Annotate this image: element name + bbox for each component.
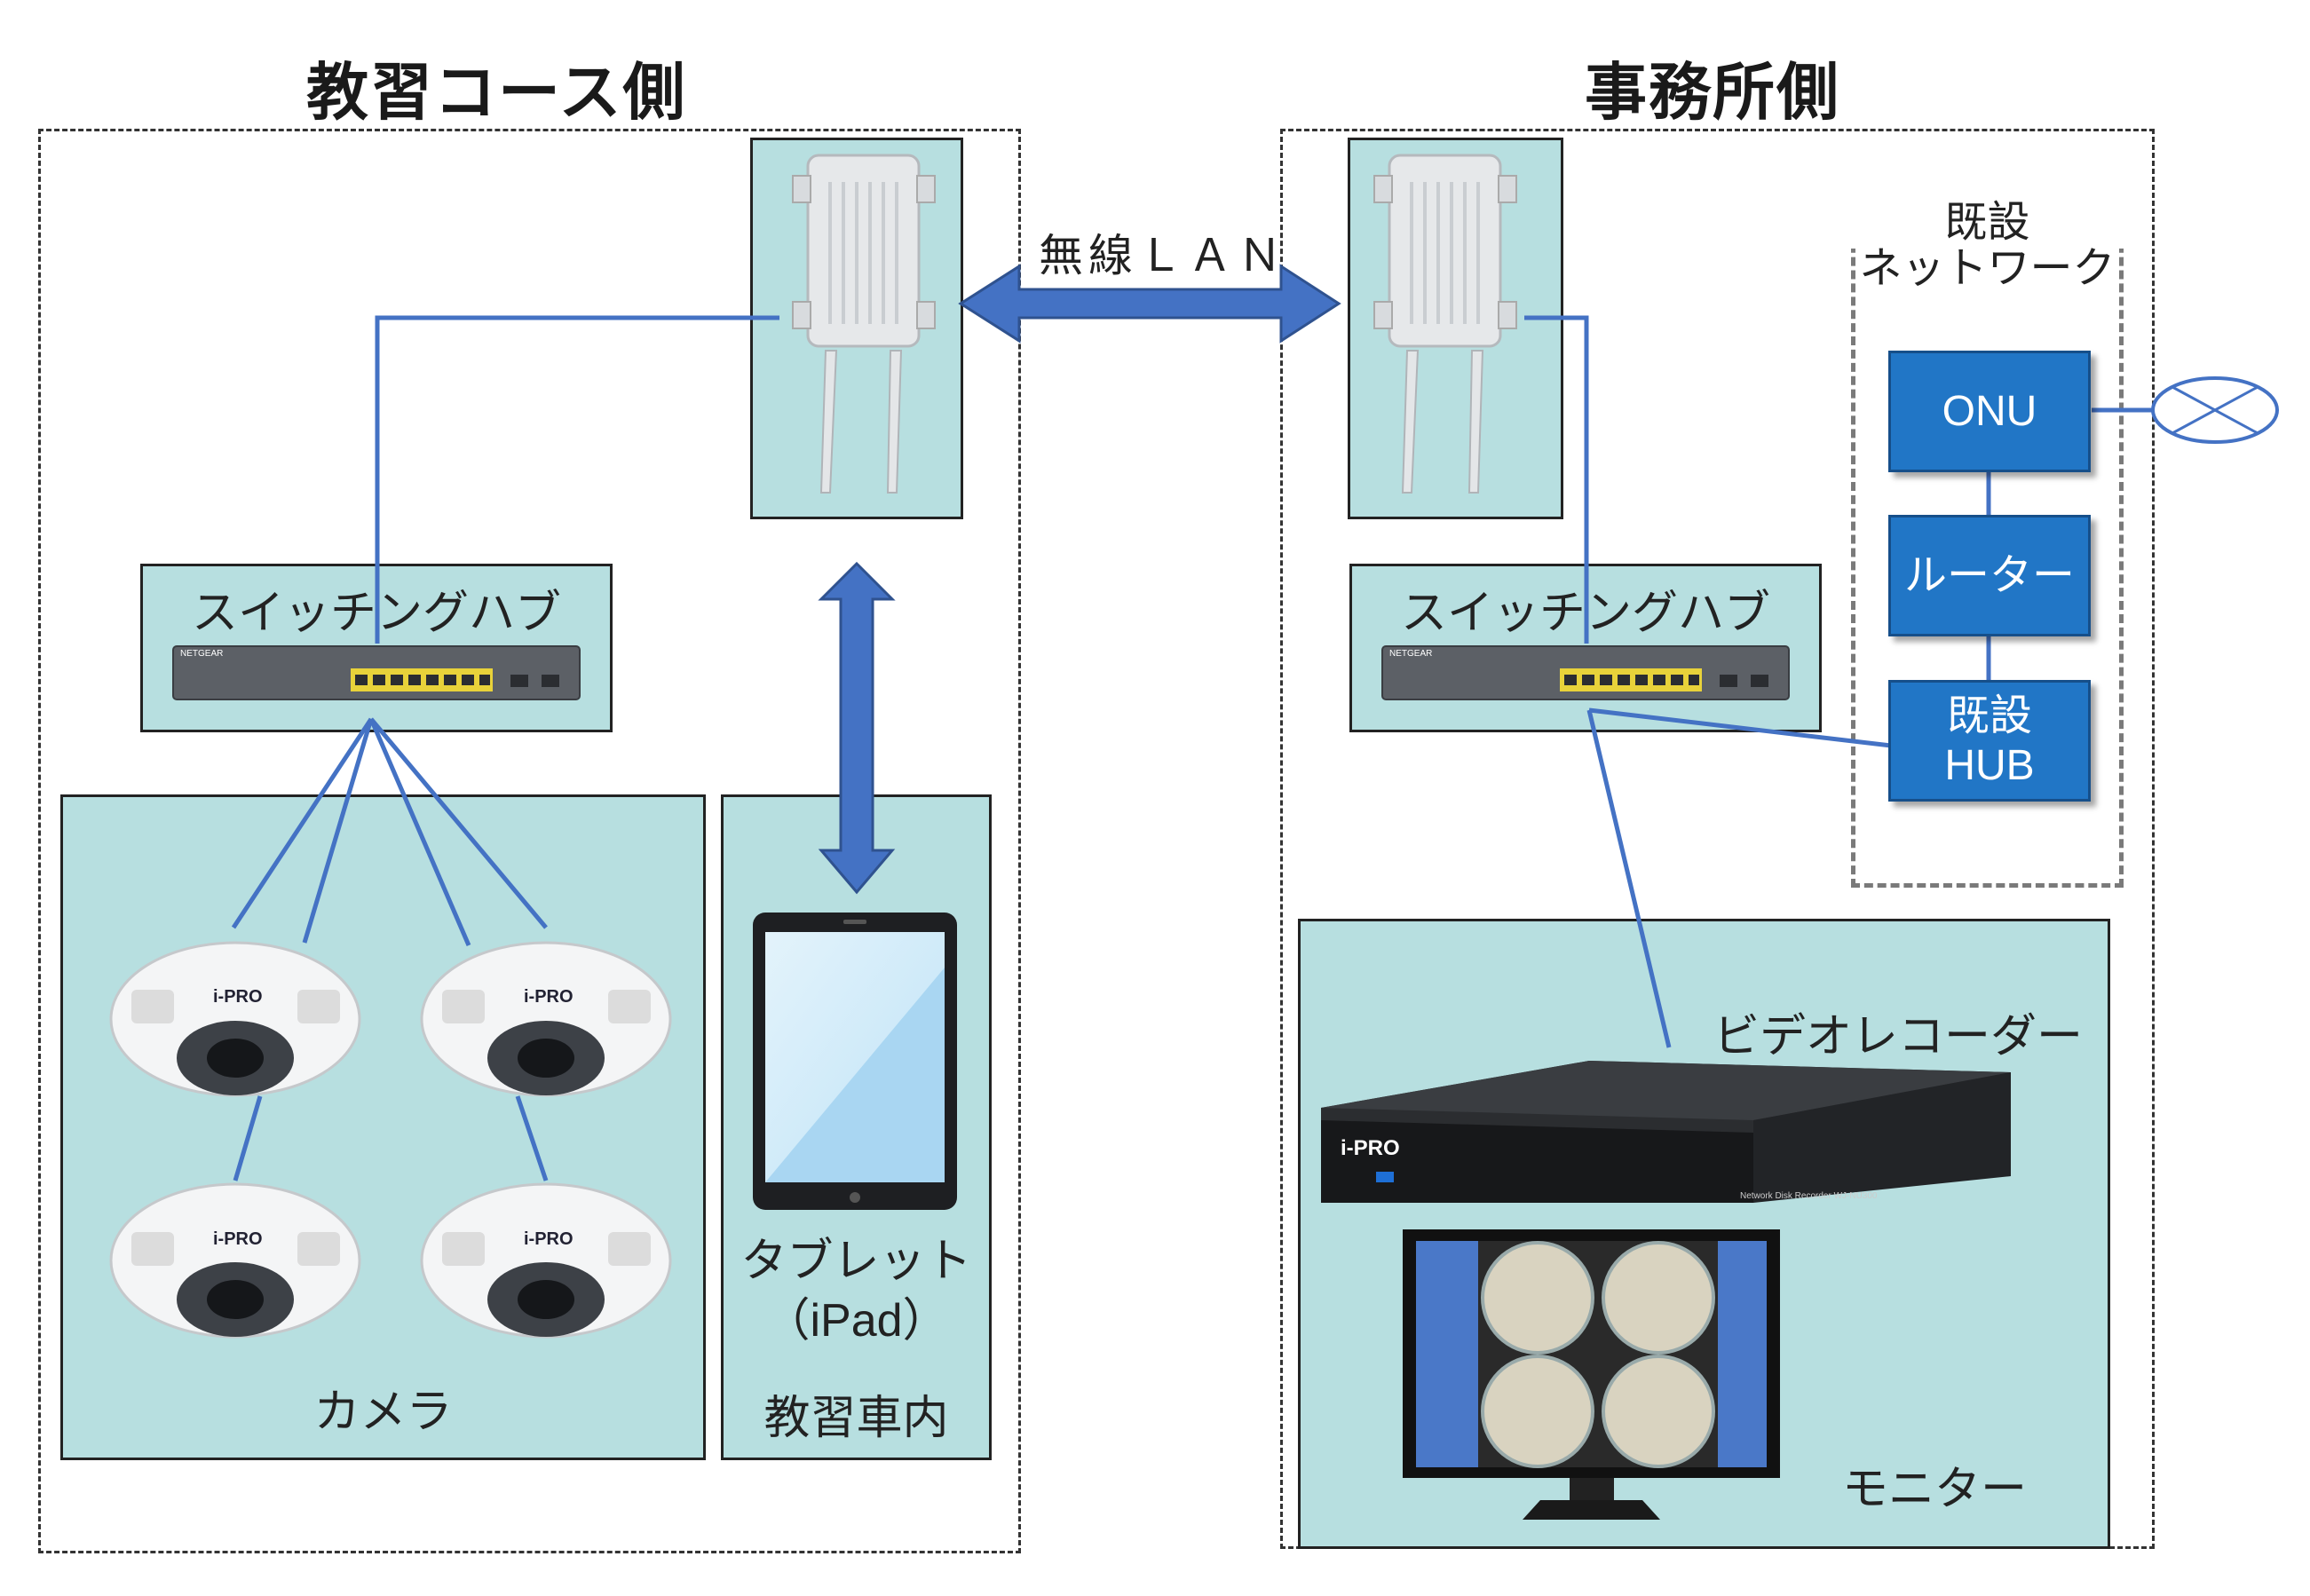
existing-hub-label-line2: HUB (1944, 741, 2035, 789)
monitor-device (1403, 1229, 1780, 1520)
monitor-label: モニター (1842, 1464, 2028, 1515)
camera-brand-1: i-PRO (213, 987, 263, 1007)
recorder-label: ビデオレコーダー (1713, 1011, 2084, 1063)
switch-device-right (1381, 645, 1790, 700)
camera-device-4 (420, 1182, 672, 1339)
router-box: ルーター (1888, 515, 2091, 636)
onu-box: ONU (1888, 351, 2091, 472)
camera-label: カメラ (313, 1387, 453, 1438)
camera-brand-3: i-PRO (213, 1229, 263, 1249)
tablet-link-arrow (818, 561, 896, 895)
existing-network-title-line1: 既設 (1851, 186, 2124, 249)
network-links (231, 315, 2153, 1181)
switch-brand-right: NETGEAR (1389, 649, 1433, 659)
existing-hub-label-line1: 既設 (1946, 692, 2032, 740)
access-point-right (1373, 154, 1517, 494)
right-switch-label: スイッチングハブ (1400, 588, 1770, 639)
tablet-device (753, 913, 957, 1210)
wireless-lan-label: 無線ＬＡＮ (1039, 231, 1287, 280)
existing-network-title-line2: ネットワーク (1859, 245, 2116, 292)
camera-panel (60, 794, 706, 1460)
camera-brand-2: i-PRO (524, 987, 574, 1007)
tablet-label-ipad: （iPad） (763, 1295, 949, 1347)
recorder-model: Network Disk Recorder WJ-NU300 (1740, 1191, 1878, 1201)
camera-brand-4: i-PRO (524, 1229, 574, 1249)
left-switch-label: スイッチングハブ (191, 588, 561, 639)
tablet-area-label: 教習車内 (763, 1393, 949, 1444)
router-label: ルーター (1903, 551, 2075, 599)
recorder-brand: i-PRO (1341, 1136, 1400, 1160)
camera-device-2 (420, 941, 672, 1097)
camera-device-3 (109, 1182, 361, 1339)
existing-hub-box: 既設 HUB (1888, 680, 2091, 802)
internet-icon (2151, 376, 2279, 444)
tablet-label: タブレット (740, 1236, 972, 1287)
video-recorder-device (1321, 1061, 2011, 1203)
onu-label: ONU (1942, 387, 2037, 435)
access-point-left (792, 154, 936, 494)
camera-device-1 (109, 941, 361, 1097)
switch-brand-left: NETGEAR (180, 649, 224, 659)
switch-device-left (172, 645, 581, 700)
left-section-title: 教習コース側 (306, 58, 687, 127)
course-side-region (38, 129, 1021, 1553)
right-section-title: 事務所側 (1585, 58, 1840, 127)
wireless-lan-arrow (958, 264, 1341, 344)
